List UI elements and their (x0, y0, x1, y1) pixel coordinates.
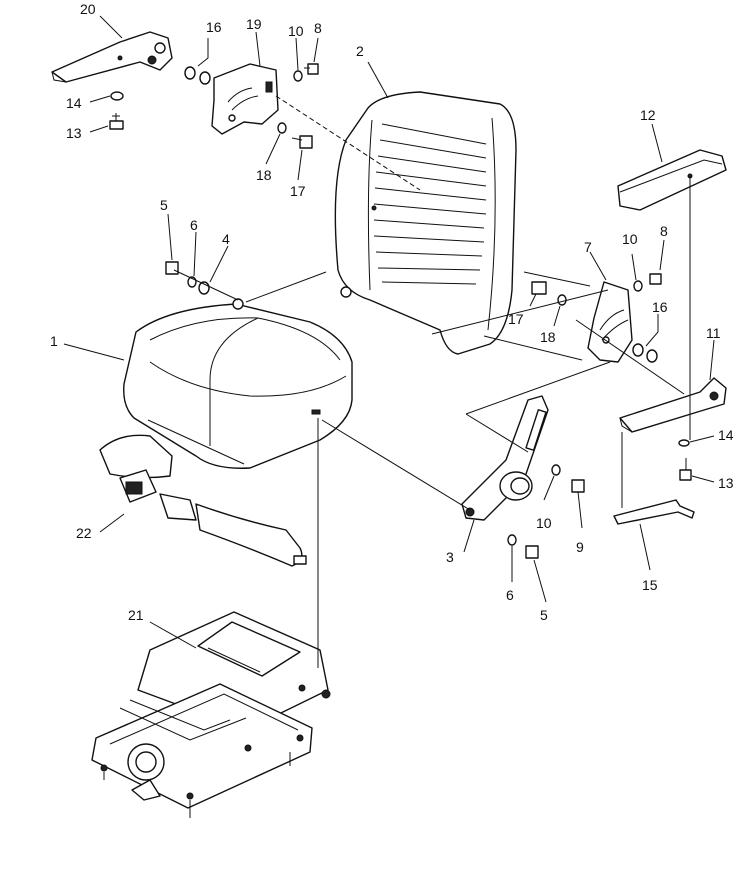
armrest-bracket-left (51, 31, 173, 83)
callout-19: 19 (246, 16, 262, 32)
washer-18-right (557, 294, 567, 306)
seat-belt (99, 434, 307, 567)
washer-10-right-upper (633, 280, 643, 292)
callout-22: 22 (76, 525, 92, 541)
bolt-8-right (649, 273, 662, 285)
bolt-17-left (291, 135, 313, 149)
callout-5-top: 5 (160, 197, 168, 213)
seat-back-cushion (334, 91, 517, 355)
washer-10-left (293, 70, 303, 82)
armrest-pad (617, 149, 727, 211)
bolt-17-right (531, 281, 547, 295)
callout-14-left: 14 (66, 95, 82, 111)
leader-lines (63, 15, 715, 649)
spacer-washers-left (184, 66, 211, 85)
callout-18-left: 18 (256, 167, 272, 183)
callout-3: 3 (446, 549, 454, 565)
callout-17-left: 17 (290, 183, 306, 199)
armrest-bracket-right (619, 377, 727, 433)
callout-16-left: 16 (206, 19, 222, 35)
callout-9: 9 (576, 539, 584, 555)
callout-2: 2 (356, 43, 364, 59)
bolt-13-right (679, 458, 692, 481)
callout-8-right: 8 (660, 223, 668, 239)
bolt-5-cushion (165, 261, 179, 275)
recline-mechanism (461, 395, 549, 521)
callout-7: 7 (584, 239, 592, 255)
callout-13-left: 13 (66, 125, 82, 141)
alignment-lines (173, 95, 691, 668)
recline-bracket-left (211, 63, 279, 135)
bolt-9-mechanism (571, 479, 585, 493)
callout-15: 15 (642, 577, 658, 593)
callout-10-left: 10 (288, 23, 304, 39)
washer-14-right (678, 439, 690, 447)
callout-16-right: 16 (652, 299, 668, 315)
callout-11: 11 (706, 325, 721, 341)
callout-17-right: 17 (508, 311, 524, 327)
callout-labels: 20 16 19 10 8 14 13 18 17 2 12 5 6 4 1 7… (50, 1, 734, 623)
seat-cushion (123, 298, 353, 469)
spacer-washers-right (632, 343, 658, 363)
callout-13-right: 13 (718, 475, 734, 491)
callout-14-right: 14 (718, 427, 734, 443)
callout-21: 21 (128, 607, 144, 623)
callout-10-right: 10 (622, 231, 638, 247)
recline-bracket-right (587, 281, 633, 363)
seat-suspension (91, 611, 331, 818)
callout-18-right: 18 (540, 329, 556, 345)
bolt-5-mechanism (525, 545, 539, 559)
callout-5-bottom: 5 (540, 607, 548, 623)
lever-rod (613, 499, 695, 525)
washer-6-mechanism (507, 534, 517, 546)
bolt-8-left (304, 63, 319, 75)
callout-8-left: 8 (314, 20, 322, 36)
callout-6-top: 6 (190, 217, 198, 233)
bolt-13-left (109, 113, 124, 130)
callout-4: 4 (222, 231, 230, 247)
callout-10-mechanism: 10 (536, 515, 552, 531)
callout-1: 1 (50, 333, 58, 349)
washer-14-left (110, 91, 124, 101)
callout-12: 12 (640, 107, 656, 123)
washer-10-mechanism (551, 464, 561, 476)
washer-18-left (277, 122, 287, 134)
callout-6-bottom: 6 (506, 587, 514, 603)
callout-20: 20 (80, 1, 96, 17)
